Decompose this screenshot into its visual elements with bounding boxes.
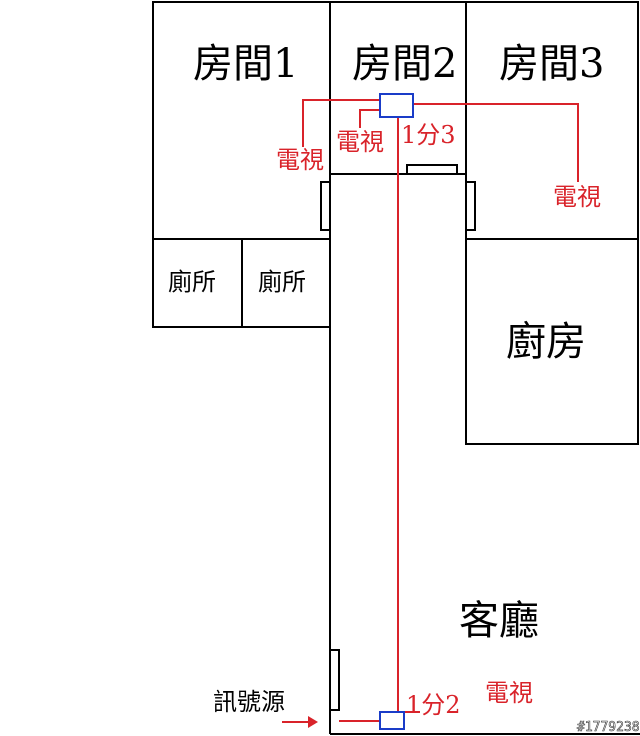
cable-to-room3 — [413, 103, 579, 182]
room3-label: 房間3 — [499, 41, 605, 87]
watermark: #1779238 — [577, 720, 640, 735]
tv-living-label: 電視 — [485, 679, 533, 707]
room1-label: 房間1 — [193, 41, 299, 87]
signal-arrow-head — [308, 716, 318, 728]
room3-outline — [465, 1, 639, 240]
splitter-bottom-label: 1分2 — [406, 691, 461, 719]
door-room2 — [406, 164, 458, 175]
door-entrance — [329, 649, 340, 711]
tv-room2-label: 電視 — [336, 128, 384, 156]
splitter-top-label: 1分3 — [401, 121, 456, 149]
kitchen-label: 廚房 — [506, 319, 586, 365]
tv-room3-label: 電視 — [553, 183, 601, 211]
toilet-b-label: 廁所 — [258, 268, 306, 296]
door-room3 — [465, 181, 476, 231]
kitchen-outline — [465, 238, 639, 445]
toilet-a-label: 廁所 — [168, 268, 216, 296]
splitter-1to3 — [379, 93, 414, 118]
living-room-label: 客廳 — [459, 598, 539, 644]
walls — [152, 1, 640, 735]
splitter-1to2 — [379, 711, 405, 730]
signal-source-label: 訊號源 — [213, 688, 285, 716]
cable-to-room1 — [302, 99, 380, 147]
room2-label: 房間2 — [352, 41, 458, 87]
door-room1 — [320, 181, 331, 231]
cable-to-room2 — [359, 109, 380, 128]
tv-room1-label: 電視 — [276, 146, 324, 174]
